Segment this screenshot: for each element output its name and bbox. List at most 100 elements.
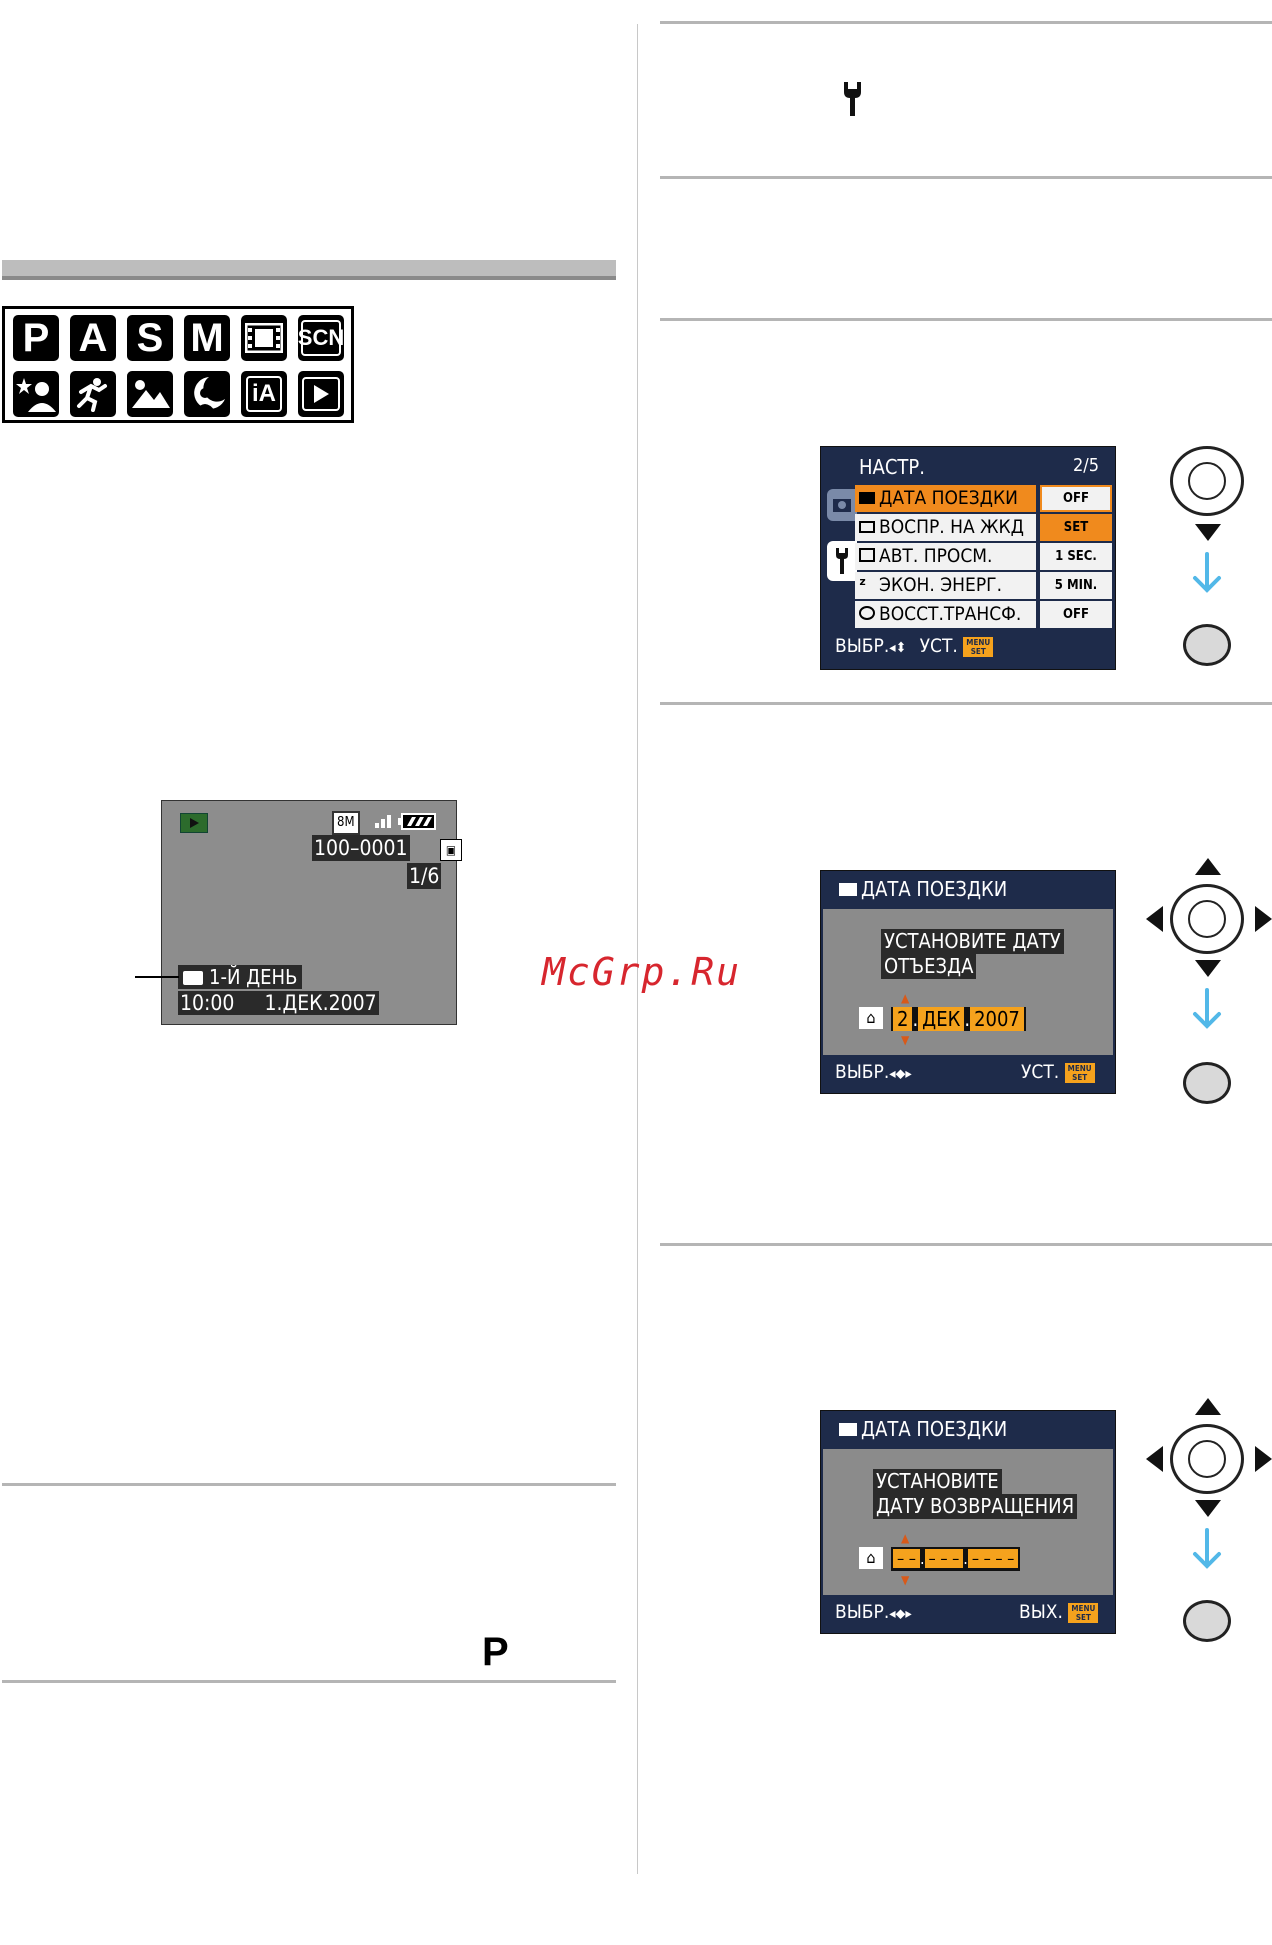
picture-count: 1/6	[407, 863, 442, 889]
down-arrow-icon	[1195, 960, 1221, 977]
scn-mode-icon: SCN	[298, 315, 344, 361]
date-field-row: – –.– – –.– – – –	[891, 1547, 1021, 1571]
return-date-screen: ДАТА ПОЕЗДКИ УСТАНОВИТЕ ДАТУ ВОЗВРАЩЕНИЯ…	[820, 1410, 1116, 1634]
mode-s-icon: S	[127, 315, 173, 361]
transfer-icon	[859, 606, 875, 620]
left-arrow-icon	[1146, 906, 1163, 932]
right-arrow-icon	[1255, 1446, 1272, 1472]
menu-set-button-1[interactable]	[1183, 624, 1231, 666]
menu-set-button-3[interactable]	[1183, 1600, 1231, 1642]
camera-tab-icon	[827, 489, 857, 521]
menu-value-power-save: 5 MIN.	[1040, 572, 1112, 599]
cursor-inner-ring-1	[1188, 462, 1226, 500]
lcd-icon	[859, 521, 875, 533]
prompt-line-2: ОТЪЕЗДА	[881, 954, 977, 979]
intelligent-auto-icon: iA	[241, 371, 287, 417]
month-field[interactable]: ДЕК	[918, 1007, 965, 1031]
right-rule-1	[660, 21, 1272, 24]
flow-arrow-icon	[1192, 1528, 1222, 1574]
menu-value-transfer-restore: OFF	[1040, 601, 1112, 628]
up-arrow-icon	[1195, 1398, 1221, 1415]
screen-title: ДАТА ПОЕЗДКИ	[839, 877, 1007, 901]
menu-value-travel-date: OFF	[1040, 485, 1112, 512]
card-icon: ▣	[440, 839, 462, 861]
play-indicator-icon	[180, 813, 208, 833]
day-field[interactable]: – –	[893, 1549, 920, 1568]
setup-tab-icon	[827, 541, 857, 581]
section-header-bar	[2, 260, 616, 280]
menu-value-auto-review: 1 SEC.	[1040, 543, 1112, 570]
menu-item-auto-review[interactable]: АВТ. ПРОСМ.	[855, 543, 1036, 570]
left-rule-2	[2, 1680, 616, 1683]
flow-arrow-icon	[1192, 988, 1222, 1034]
suitcase-icon	[183, 971, 203, 985]
up-indicator-icon: ▲	[901, 1531, 910, 1545]
review-icon	[859, 548, 875, 562]
menu-title: НАСТР.	[859, 455, 925, 479]
left-arrow-icon	[1146, 1446, 1163, 1472]
screen-footer-select: ВЫБР.◂⬥▸	[835, 1061, 912, 1083]
menu-item-transfer-restore[interactable]: ВОССТ.ТРАНСФ.	[855, 601, 1036, 628]
bottom-mode-letter: P	[482, 1630, 509, 1674]
flow-arrow-icon	[1192, 552, 1222, 598]
departure-date-screen: ДАТА ПОЕЗДКИ УСТАНОВИТЕ ДАТУ ОТЪЕЗДА ▲ ⌂…	[820, 870, 1116, 1094]
right-rule-4	[660, 702, 1272, 705]
prompt-line-1: УСТАНОВИТЕ	[873, 1469, 1002, 1494]
menu-item-lcd-playback[interactable]: ВОСПР. НА ЖКД	[855, 514, 1036, 541]
screen-footer-select: ВЫБР.◂⬥▸	[835, 1601, 912, 1623]
wrench-icon	[842, 80, 862, 122]
battery-icon	[398, 813, 436, 834]
screen-title: ДАТА ПОЕЗДКИ	[839, 1417, 1007, 1441]
portrait-star-icon	[13, 371, 59, 417]
playback-mode-icon	[298, 371, 344, 417]
menu-page-number: 2/5	[1073, 455, 1100, 476]
day-field[interactable]: 2	[893, 1007, 913, 1031]
right-rule-2	[660, 176, 1272, 179]
suitcase-icon	[859, 492, 875, 504]
column-divider	[637, 24, 638, 1874]
right-rule-5	[660, 1243, 1272, 1246]
month-field[interactable]: – – –	[924, 1549, 964, 1568]
sports-mode-icon	[70, 371, 116, 417]
up-arrow-icon	[1195, 858, 1221, 875]
cursor-inner-ring-2	[1188, 900, 1226, 938]
mode-a-icon: A	[70, 315, 116, 361]
year-field[interactable]: 2007	[970, 1007, 1024, 1031]
suitcase-icon	[839, 883, 857, 896]
callout-line	[135, 976, 179, 978]
suitcase-icon	[839, 1423, 857, 1436]
setup-menu-screen: НАСТР. 2/5 ДАТА ПОЕЗДКИ OFF ВОСПР. НА ЖК…	[820, 446, 1116, 670]
quality-icon	[374, 813, 392, 833]
menu-item-travel-date[interactable]: ДАТА ПОЕЗДКИ	[855, 485, 1036, 512]
film-mode-icon	[241, 315, 287, 361]
picture-size-badge: 8M	[332, 811, 360, 835]
cursor-button-ring-1[interactable]	[1170, 446, 1244, 516]
landscape-mode-icon	[127, 371, 173, 417]
down-arrow-icon	[1195, 1500, 1221, 1517]
folder-file-number: 100–0001	[312, 835, 410, 861]
menu-set-button-2[interactable]	[1183, 1062, 1231, 1104]
right-arrow-icon	[1255, 906, 1272, 932]
down-arrow-icon	[1195, 524, 1221, 541]
cursor-inner-ring-3	[1188, 1440, 1226, 1478]
power-save-icon: ᶻ	[859, 574, 867, 596]
mode-icons-box: P A S M SCN iA	[2, 306, 354, 423]
mode-p-icon: P	[13, 315, 59, 361]
year-field[interactable]: – – – –	[967, 1549, 1019, 1568]
up-down-arrows-icon: ◂⬍	[889, 640, 907, 656]
menu-value-lcd-playback: SET	[1040, 514, 1112, 541]
home-icon: ⌂	[859, 1547, 883, 1569]
left-rule-1	[2, 1483, 616, 1486]
prompt-line-1: УСТАНОВИТЕ ДАТУ	[881, 929, 1064, 954]
up-indicator-icon: ▲	[901, 991, 910, 1005]
watermark: McGrp.Ru	[542, 950, 742, 994]
trip-day-label: 1-Й ДЕНЬ	[178, 965, 303, 989]
